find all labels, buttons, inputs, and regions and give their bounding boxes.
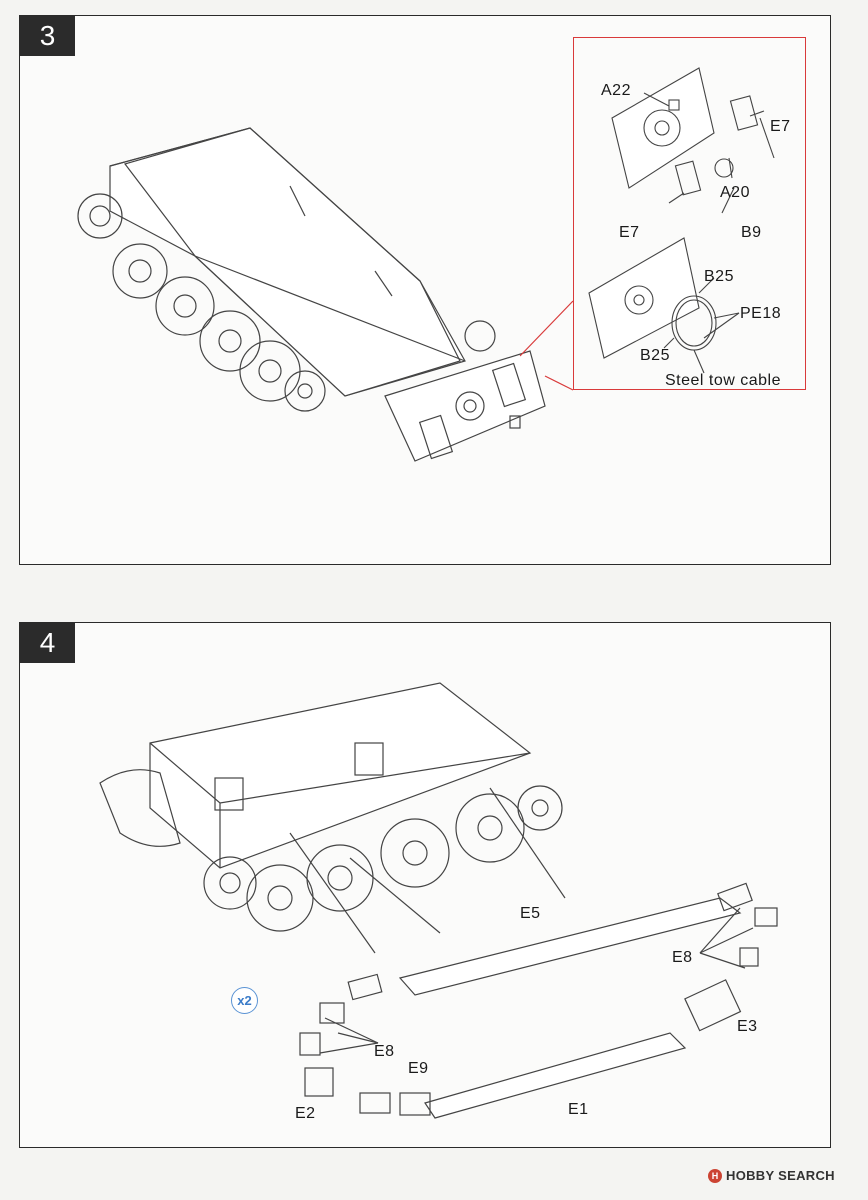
step-3-panel: 3 [19, 15, 831, 565]
label-pe18: PE18 [740, 305, 782, 322]
watermark-text: HOBBY SEARCH [726, 1168, 835, 1183]
label-e8-left: E8 [374, 1043, 395, 1060]
label-e1: E1 [568, 1101, 589, 1118]
label-b25-top: B25 [704, 268, 734, 285]
label-a22: A22 [601, 82, 631, 99]
label-e7-top: E7 [770, 118, 791, 135]
inset-parts-drawing [588, 67, 775, 374]
step-3-hull-drawing [77, 127, 574, 462]
label-e2: E2 [295, 1105, 316, 1122]
label-b25-bottom: B25 [640, 347, 670, 364]
hobby-search-watermark: H HOBBY SEARCH [708, 1168, 835, 1183]
label-e8-right: E8 [672, 949, 693, 966]
quantity-x2-badge: x2 [231, 987, 258, 1014]
label-e5: E5 [520, 905, 541, 922]
label-e3: E3 [737, 1018, 758, 1035]
label-steel-tow-cable: Steel tow cable [665, 372, 782, 389]
label-a20: A20 [720, 184, 750, 201]
label-e9: E9 [408, 1060, 429, 1077]
step-number-badge: 4 [20, 623, 75, 663]
step-4-panel: 4 [19, 622, 831, 1148]
hobby-search-logo-icon: H [708, 1168, 722, 1183]
label-b9: B9 [741, 224, 762, 241]
step-number-badge: 3 [20, 16, 75, 56]
detail-inset: A22 E7 A20 E7 B9 B25 PE18 B25 Steel tow … [573, 37, 806, 390]
step-4-track-drawing [99, 682, 778, 1119]
label-e7-bottom: E7 [619, 224, 640, 241]
